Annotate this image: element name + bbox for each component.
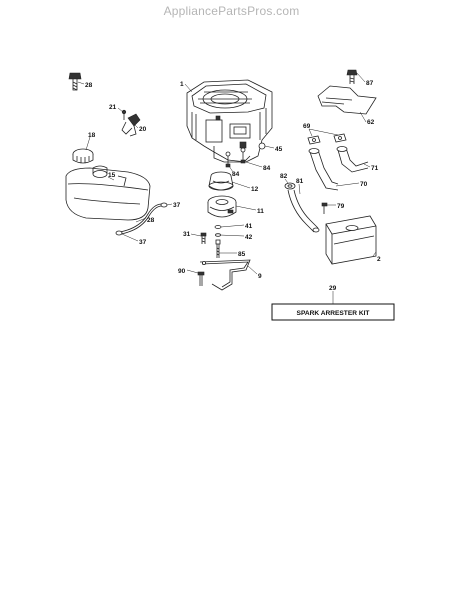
callout-87: 87 xyxy=(366,80,374,87)
engine[interactable] xyxy=(186,79,273,163)
muffler-2[interactable] xyxy=(325,215,377,265)
bolt-79[interactable] xyxy=(321,202,328,214)
spark-arrester-kit[interactable]: SPARK ARRESTER KIT xyxy=(271,303,395,321)
callout-12: 12 xyxy=(251,186,259,193)
callout-82: 82 xyxy=(280,173,288,180)
fuel-cap-18[interactable] xyxy=(72,148,94,164)
callout-22: 28 xyxy=(85,82,93,89)
bolt-90[interactable] xyxy=(197,271,205,286)
callout-37-lower: 37 xyxy=(139,239,147,246)
callout-20: 20 xyxy=(139,126,147,133)
bolt-85[interactable] xyxy=(215,239,221,258)
callout-84-right: 84 xyxy=(263,165,271,172)
pulley-12[interactable] xyxy=(208,171,234,191)
screw-87[interactable] xyxy=(346,69,358,84)
bolt-84-right[interactable] xyxy=(240,147,246,164)
heat-shield-62[interactable] xyxy=(317,85,377,115)
kit-label: SPARK ARRESTER KIT xyxy=(297,310,370,317)
callout-42: 42 xyxy=(245,234,253,241)
callout-9: 9 xyxy=(258,273,262,280)
callout-62: 62 xyxy=(367,119,375,126)
clutch-11[interactable] xyxy=(207,195,237,218)
callout-31: 31 xyxy=(183,231,191,238)
callout-15: 15 xyxy=(108,172,116,179)
gasket-82[interactable] xyxy=(284,182,296,190)
callout-29: 29 xyxy=(329,285,337,292)
callout-79: 79 xyxy=(337,203,345,210)
callout-41: 41 xyxy=(245,223,253,230)
bracket-9[interactable] xyxy=(199,259,251,291)
exhaust-elbow-71[interactable] xyxy=(336,146,369,173)
callout-21: 21 xyxy=(109,104,117,111)
callout-69: 69 xyxy=(303,123,311,130)
callout-70: 70 xyxy=(360,181,368,188)
callout-71: 71 xyxy=(371,165,379,172)
exhaust-pipe-81[interactable] xyxy=(287,189,320,233)
callout-45: 45 xyxy=(275,146,283,153)
washer-41[interactable] xyxy=(214,225,222,229)
callout-28: 28 xyxy=(147,217,155,224)
gasket-69-right[interactable] xyxy=(333,133,347,143)
clamp-37-upper[interactable] xyxy=(160,202,168,208)
watermark: AppliancePartsPros.com xyxy=(163,4,300,18)
callout-84-left: 84 xyxy=(232,171,240,178)
callout-2: 2 xyxy=(377,256,381,263)
washer-42[interactable] xyxy=(215,233,221,237)
shutoff-valve-20[interactable] xyxy=(121,113,141,137)
callout-1: 1 xyxy=(180,81,184,88)
screw-21[interactable] xyxy=(121,109,127,120)
screw-31[interactable] xyxy=(200,232,207,244)
callout-18: 18 xyxy=(88,132,96,139)
bolt-84-left[interactable] xyxy=(225,151,231,168)
callout-81: 81 xyxy=(296,178,304,185)
bolt-22[interactable] xyxy=(68,72,82,91)
exhaust-elbow-70[interactable] xyxy=(308,148,339,191)
leader-lines xyxy=(77,72,377,304)
callout-labels: 28 1 2 9 11 12 15 18 20 21 28 29 31 37 3… xyxy=(85,80,381,292)
clamp-37-lower[interactable] xyxy=(115,230,123,236)
callout-11: 11 xyxy=(257,208,264,215)
callout-85: 85 xyxy=(238,251,246,258)
callout-90: 90 xyxy=(178,268,186,275)
fuel-line-28[interactable] xyxy=(119,203,163,235)
gasket-69-left[interactable] xyxy=(307,135,321,145)
fuel-tank-15[interactable] xyxy=(65,165,151,221)
plug-45[interactable] xyxy=(258,142,266,150)
callout-37-upper: 37 xyxy=(173,202,181,209)
